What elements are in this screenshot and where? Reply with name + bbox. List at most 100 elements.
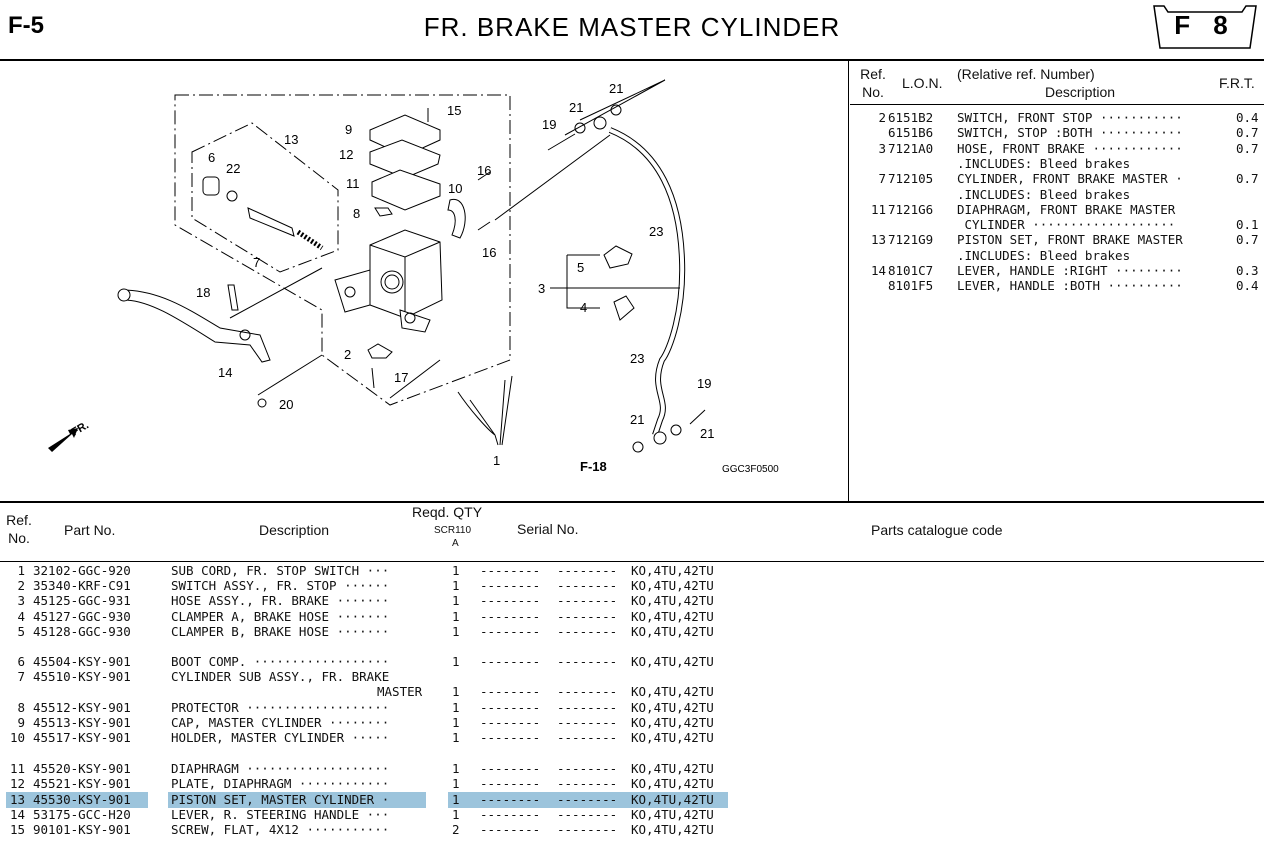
callout-20[interactable]: 20 <box>279 397 293 412</box>
part-description: DIAPHRAGM ··················· <box>171 761 390 776</box>
catalogue-code: KO,4TU,42TU <box>631 563 714 578</box>
part-ref: 13 <box>9 792 25 807</box>
serial-from: -------- <box>480 700 541 715</box>
callout-3[interactable]: 3 <box>538 281 545 296</box>
callout-21[interactable]: 21 <box>700 426 714 441</box>
stop-switch <box>367 343 393 359</box>
callout-5[interactable]: 5 <box>577 260 584 275</box>
callout-18[interactable]: 18 <box>196 285 210 300</box>
callout-21[interactable]: 21 <box>609 81 623 96</box>
frt-header-divider <box>850 104 1264 105</box>
part-qty: 1 <box>452 684 460 699</box>
part-number: 45520-KSY-901 <box>33 761 131 776</box>
callout-10[interactable]: 10 <box>448 181 462 196</box>
frt-desc: .INCLUDES: Bleed brakes <box>957 155 1131 171</box>
callout-19[interactable]: 19 <box>697 376 711 391</box>
callout-13[interactable]: 13 <box>284 132 298 147</box>
catalogue-code: KO,4TU,42TU <box>631 730 714 745</box>
serial-to: -------- <box>557 700 618 715</box>
callout-2[interactable]: 2 <box>344 347 351 362</box>
callout-15[interactable]: 15 <box>447 103 461 118</box>
callout-19[interactable]: 19 <box>542 117 556 132</box>
part-qty: 1 <box>452 792 460 807</box>
catalogue-code: KO,4TU,42TU <box>631 609 714 624</box>
serial-from: -------- <box>480 684 541 699</box>
callout-23[interactable]: 23 <box>649 224 663 239</box>
callout-7[interactable]: 7 <box>253 255 260 270</box>
part-ref: 3 <box>17 593 25 608</box>
frt-lon: 6151B6 <box>888 125 934 141</box>
serial-to: -------- <box>557 593 618 608</box>
callout-12[interactable]: 12 <box>339 147 353 162</box>
callout-14[interactable]: 14 <box>218 365 232 380</box>
part-ref: 5 <box>17 624 25 639</box>
callout-22[interactable]: 22 <box>226 161 240 176</box>
serial-from: -------- <box>480 807 541 822</box>
sub-cord <box>457 375 513 446</box>
frt-row[interactable]: .INCLUDES: Bleed brakes <box>852 156 1262 171</box>
callout-16[interactable]: 16 <box>477 163 491 178</box>
callout-8[interactable]: 8 <box>353 206 360 221</box>
callout-11[interactable]: 11 <box>346 176 360 191</box>
callout-9[interactable]: 9 <box>345 122 352 137</box>
catalogue-code: KO,4TU,42TU <box>631 822 714 837</box>
selected-row-highlight <box>448 792 728 808</box>
catalogue-code: KO,4TU,42TU <box>631 624 714 639</box>
callout-6[interactable]: 6 <box>208 150 215 165</box>
callout-1[interactable]: 1 <box>493 453 500 468</box>
callout-16[interactable]: 16 <box>482 245 496 260</box>
frt-desc: LEVER, HANDLE :RIGHT ········· <box>957 263 1183 278</box>
frt-value: 0.7 <box>1236 171 1259 187</box>
callout-21[interactable]: 21 <box>569 100 583 115</box>
frt-header-ref-line1: Ref. <box>860 66 886 82</box>
clamper-b <box>603 245 633 269</box>
frt-row[interactable]: CYLINDER ···················0.1 <box>852 217 1262 232</box>
frt-lon: 6151B2 <box>888 110 934 125</box>
frt-lon: 8101F5 <box>888 278 934 294</box>
catalogue-code: KO,4TU,42TU <box>631 761 714 776</box>
parts-header-model: SCR110 <box>434 525 472 536</box>
column-divider <box>848 60 849 502</box>
part-qty: 2 <box>452 822 460 837</box>
cross-ref-label[interactable]: F-18 <box>580 459 607 474</box>
callout-4[interactable]: 4 <box>580 300 587 315</box>
frt-value: 0.4 <box>1236 110 1259 125</box>
part-ref: 4 <box>17 609 25 624</box>
frt-header-desc-line2: Description <box>1045 84 1116 100</box>
diaphragm <box>371 169 441 211</box>
callout-23[interactable]: 23 <box>630 351 644 366</box>
part-description: PISTON SET, MASTER CYLINDER · <box>171 792 390 807</box>
front-direction-arrow: FR. <box>48 419 91 452</box>
screw-17 <box>371 367 375 389</box>
callout-17[interactable]: 17 <box>394 370 408 385</box>
frt-row[interactable]: .INCLUDES: Bleed brakes <box>852 187 1262 202</box>
frt-value: 0.4 <box>1236 278 1259 294</box>
serial-from: -------- <box>480 563 541 578</box>
callout-21[interactable]: 21 <box>630 412 644 427</box>
frt-row[interactable]: .INCLUDES: Bleed brakes <box>852 248 1262 263</box>
